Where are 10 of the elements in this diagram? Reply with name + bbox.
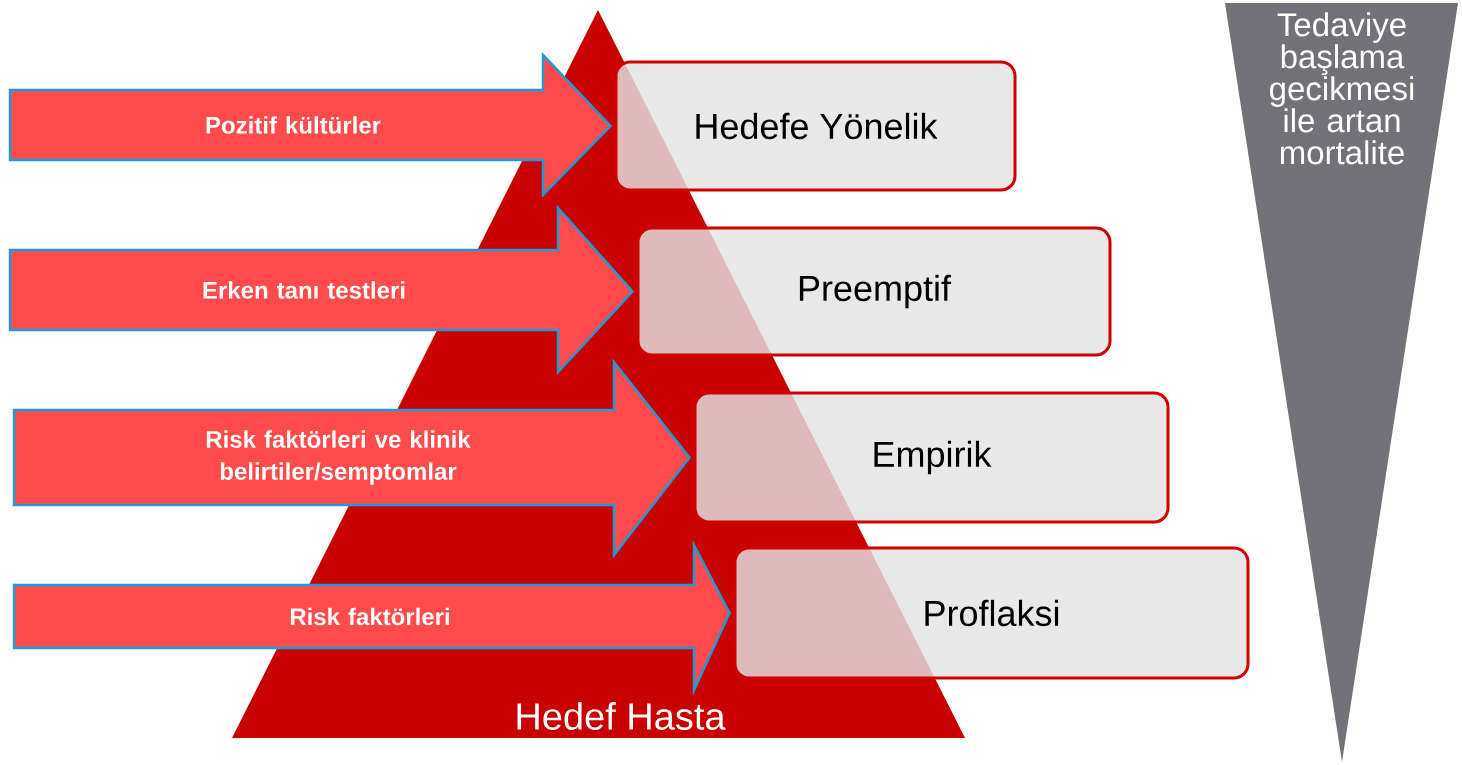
stage-box: Empirik: [693, 391, 1170, 524]
block-arrow: [12, 539, 731, 696]
block-arrow: [8, 204, 635, 376]
block-arrow: [12, 358, 692, 559]
inverted-triangle: Tedaviye başlama gecikmesi ile artan mortalite: [1225, 3, 1458, 762]
stage-box: Preemptif: [636, 226, 1112, 357]
stage-box: Proflaksi: [733, 546, 1250, 680]
block-arrow: [8, 51, 613, 199]
stage-box: Hedefe Yönelik: [614, 60, 1017, 192]
edge-label: Risk faktörleri: [290, 607, 449, 626]
